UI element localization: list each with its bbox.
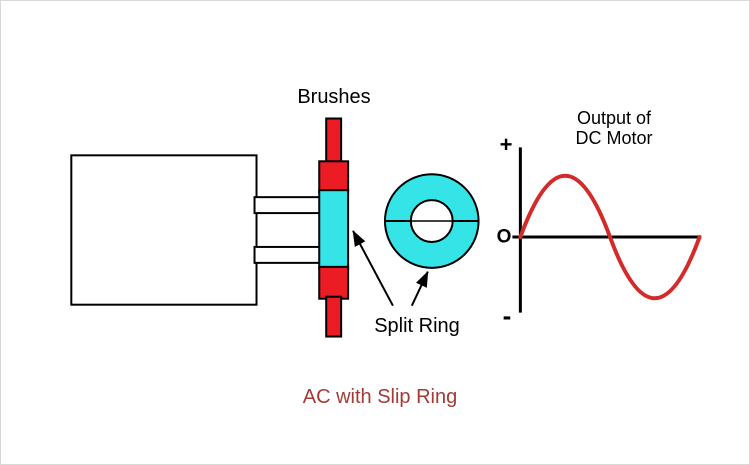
bottom-brush bbox=[318, 265, 350, 300]
lead-top bbox=[253, 196, 324, 215]
brushes-label: Brushes bbox=[297, 86, 371, 108]
top-terminal bbox=[325, 117, 343, 165]
top-brush bbox=[318, 160, 350, 194]
output-title: Output of DC Motor bbox=[575, 108, 653, 149]
output-title-line1: Output of bbox=[576, 108, 652, 129]
diagram-caption: AC with Slip Ring bbox=[302, 386, 458, 408]
split-ring-arrow-right-icon bbox=[410, 270, 429, 307]
sine-wave bbox=[518, 174, 702, 300]
bottom-terminal bbox=[325, 295, 343, 338]
lead-bottom bbox=[253, 245, 324, 264]
axis-origin-label: O bbox=[496, 226, 512, 248]
output-title-line2: DC Motor bbox=[575, 128, 653, 148]
commutator-bar bbox=[318, 189, 350, 270]
coil-box bbox=[70, 154, 258, 306]
axis-plus-label: + bbox=[499, 131, 513, 157]
split-ring-label: Split Ring bbox=[374, 315, 460, 337]
split-ring-arrow-left-icon bbox=[352, 230, 394, 307]
axis-minus-label: - bbox=[502, 300, 512, 331]
